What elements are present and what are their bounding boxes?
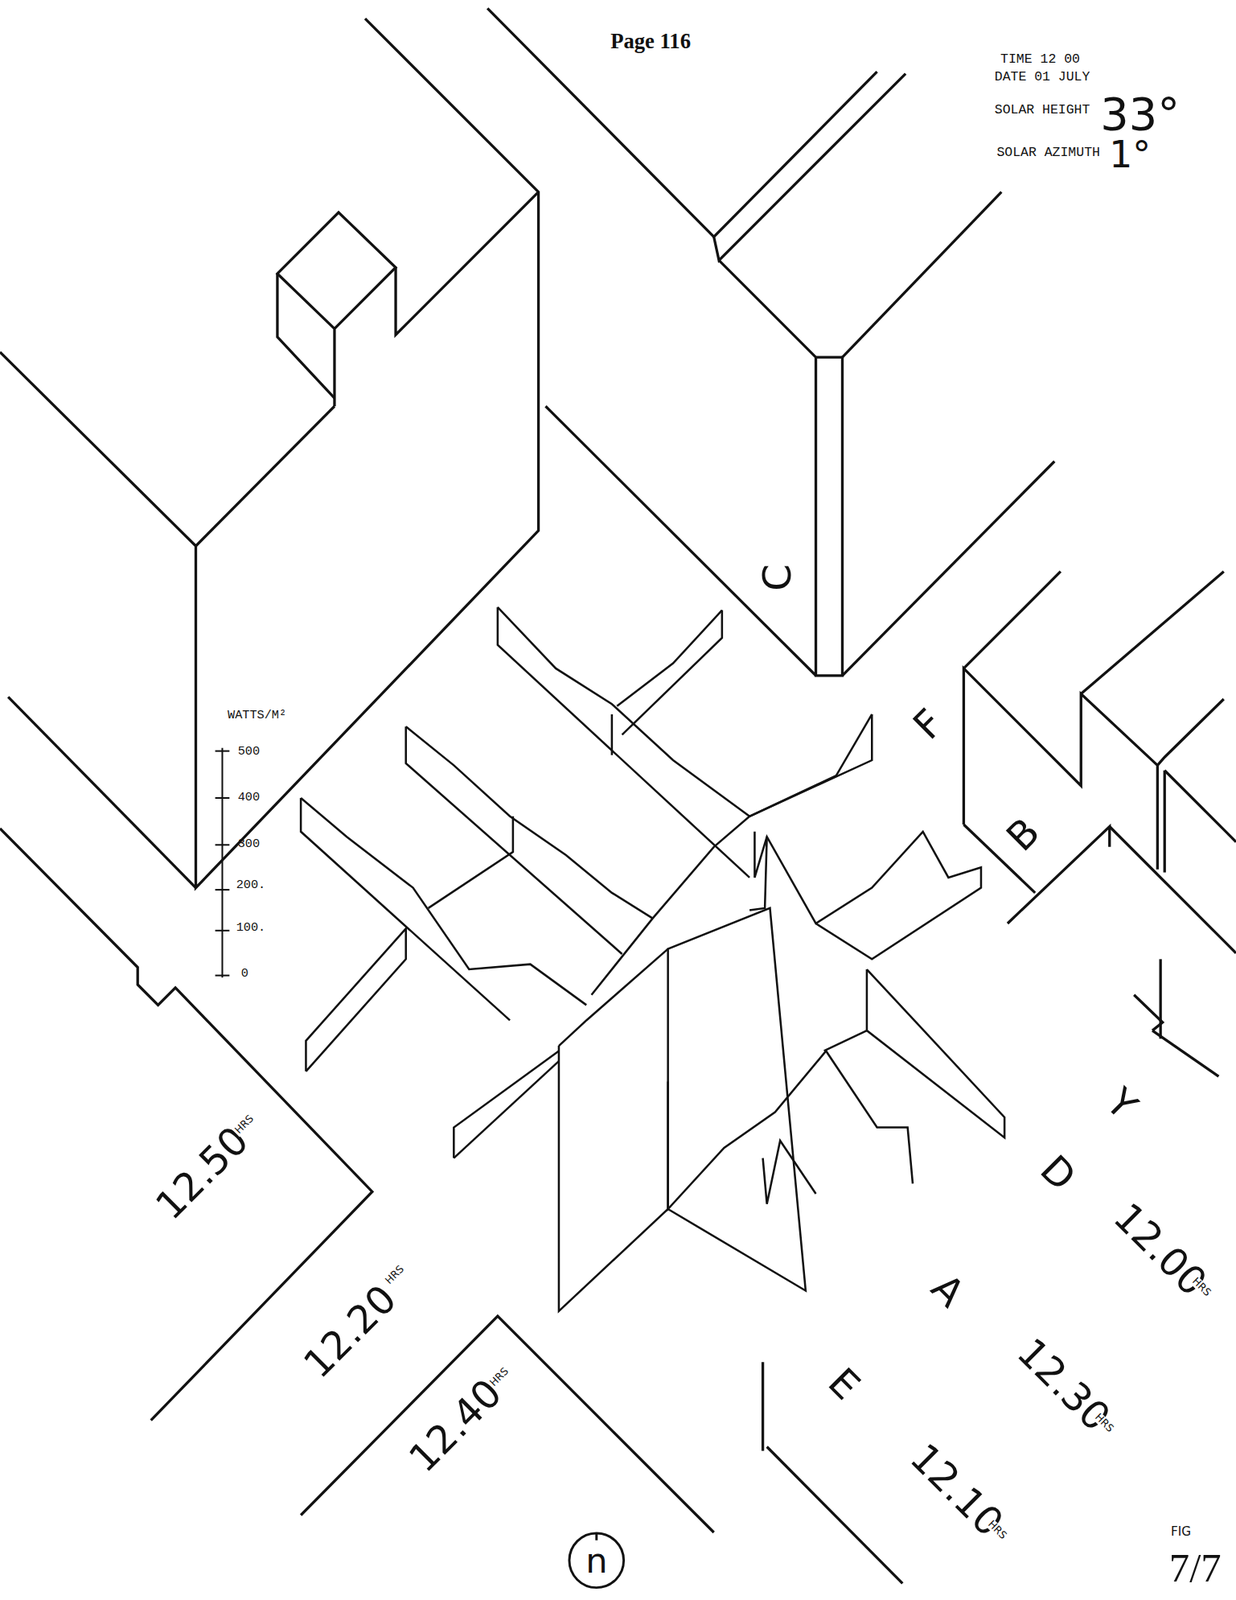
scale-value: 500	[238, 745, 260, 758]
time-note: TIME 12 00	[1000, 52, 1080, 66]
solar-height-label: SOLAR HEIGHT	[994, 103, 1091, 117]
scale-value: 0	[241, 967, 249, 980]
building-letter: E	[821, 1359, 868, 1406]
scale-value: 200.	[236, 878, 267, 892]
figure-label: FIG	[1170, 1525, 1191, 1538]
scale-value: 400	[238, 791, 260, 804]
time-label: 12.20	[295, 1277, 404, 1385]
north-tick	[595, 1532, 598, 1540]
figure-number: 7/7	[1169, 1547, 1222, 1589]
scale-value: 300	[238, 837, 260, 851]
scale-bar	[215, 747, 230, 978]
scale-unit: WATTS/M²	[227, 710, 287, 723]
solar-azimuth-value: 1°	[1108, 136, 1151, 174]
solar-height-value: 33°	[1100, 91, 1180, 137]
time-unit: HRS	[382, 1262, 407, 1287]
north-letter: n	[566, 1530, 627, 1590]
building-letter: A	[923, 1265, 973, 1315]
north-symbol: n	[566, 1530, 627, 1590]
time-unit: HRS	[487, 1364, 512, 1389]
buildings	[0, 8, 1236, 1583]
radiation-profiles	[300, 607, 1005, 1311]
building-letter: C	[757, 562, 797, 593]
building-letter: B	[998, 809, 1048, 859]
solar-azimuth-label: SOLAR AZIMUTH	[996, 146, 1100, 160]
building-letter: F	[905, 701, 952, 748]
page-number: Page 116	[610, 29, 691, 52]
scale-value: 100.	[236, 921, 267, 934]
building-letter: D	[1033, 1147, 1085, 1199]
date-note: DATE 01 JULY	[994, 70, 1091, 84]
building-letter: Y	[1098, 1079, 1146, 1127]
time-unit: HRS	[232, 1111, 257, 1136]
